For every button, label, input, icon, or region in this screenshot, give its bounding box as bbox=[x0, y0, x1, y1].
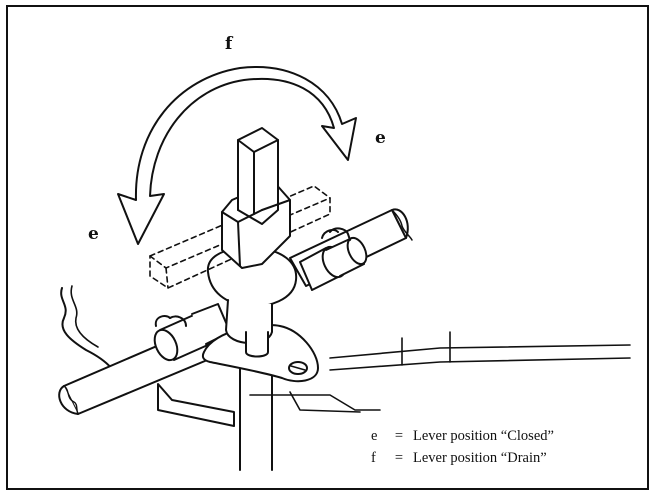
legend-equals: = bbox=[394, 449, 404, 466]
background-frame-structure bbox=[249, 331, 631, 413]
label-f-drain: f bbox=[225, 34, 233, 54]
legend-key: e bbox=[371, 427, 378, 444]
rotation-arrow bbox=[117, 66, 357, 245]
legend-key: f bbox=[371, 449, 376, 466]
legend-text: Lever position “Closed” bbox=[413, 427, 554, 444]
hanging-cable-edge bbox=[70, 285, 99, 348]
legend-row-drain: f = Lever position “Drain” bbox=[371, 447, 554, 469]
label-e-closed-left: e bbox=[88, 224, 99, 244]
legend-text: Lever position “Drain” bbox=[413, 449, 547, 466]
right-nut bbox=[299, 227, 368, 291]
base-block bbox=[157, 383, 235, 427]
legend-equals: = bbox=[394, 427, 404, 444]
label-e-closed-right: e bbox=[375, 128, 386, 148]
tee-body bbox=[206, 246, 298, 358]
legend-row-closed: e = Lever position “Closed” bbox=[371, 425, 554, 447]
legend: e = Lever position “Closed” f = Lever po… bbox=[371, 425, 554, 469]
lever-closed-position bbox=[221, 127, 291, 269]
